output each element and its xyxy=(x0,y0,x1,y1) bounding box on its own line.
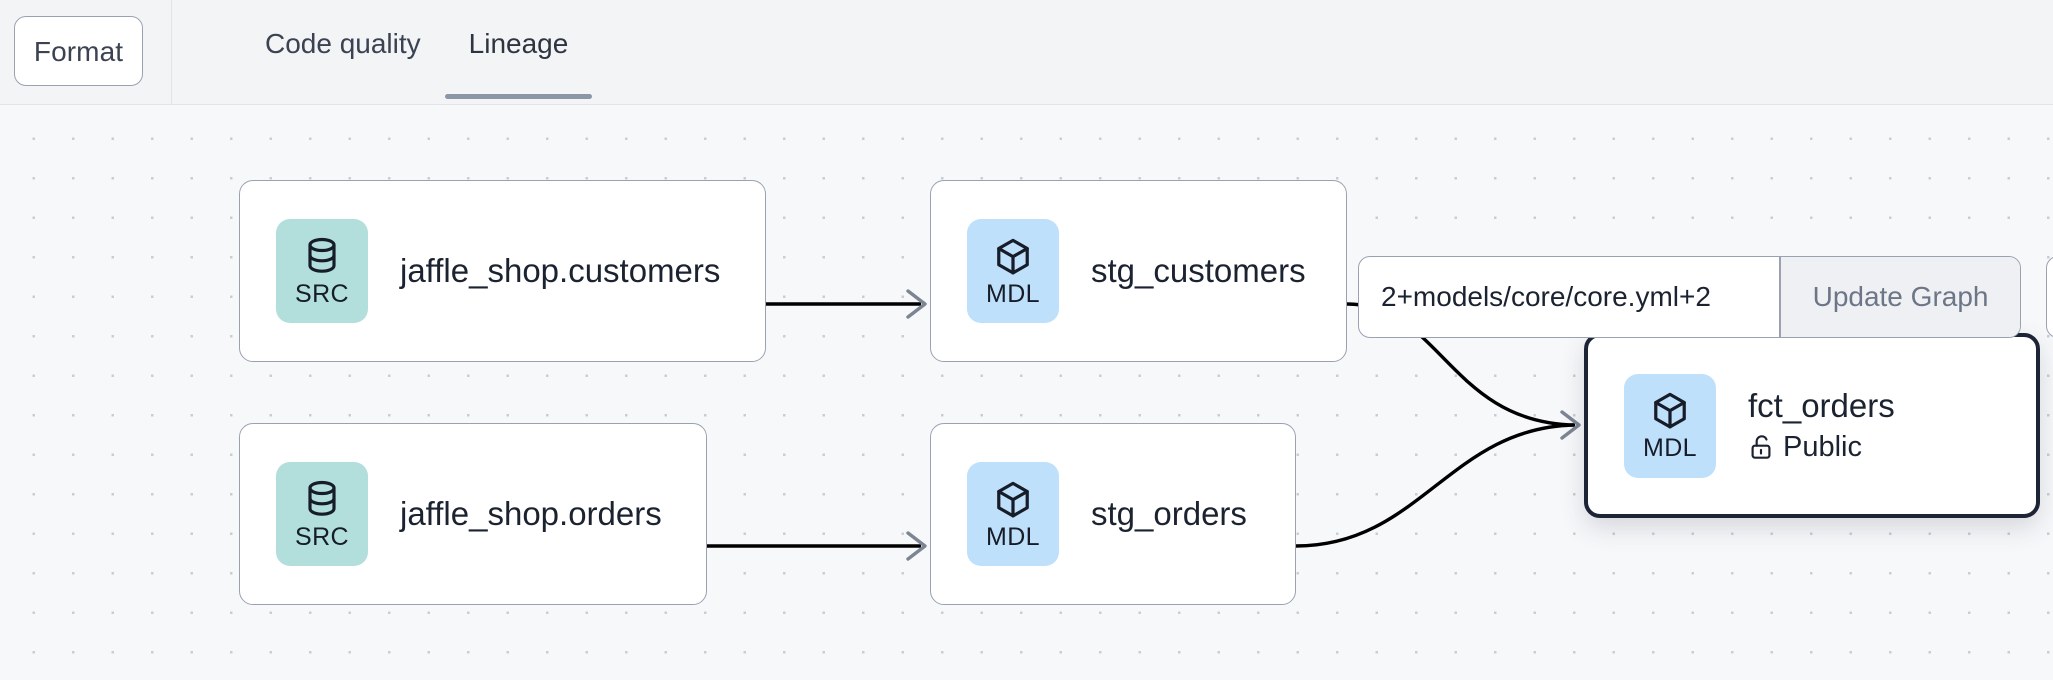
node-badge-src: SRC xyxy=(276,462,368,566)
node-badge-mdl: MDL xyxy=(967,462,1059,566)
toolbar-divider xyxy=(0,104,2053,105)
node-text-block: jaffle_shop.customers xyxy=(400,252,720,290)
node-visibility-label: Public xyxy=(1783,430,1862,463)
update-graph-button[interactable]: Update Graph xyxy=(1780,257,2021,337)
tab-code-quality[interactable]: Code quality xyxy=(265,28,421,59)
node-badge-label: MDL xyxy=(986,279,1040,308)
format-button[interactable]: Format xyxy=(14,16,143,86)
lineage-node-stg-customers[interactable]: MDL stg_customers xyxy=(930,180,1347,362)
node-text-block: jaffle_shop.orders xyxy=(400,495,662,533)
database-icon xyxy=(302,236,342,280)
lineage-canvas[interactable]: SRC jaffle_shop.customers MDL stg_custo xyxy=(0,105,2053,680)
node-title: fct_orders xyxy=(1748,387,1895,425)
lineage-node-stg-orders[interactable]: MDL stg_orders xyxy=(930,423,1296,605)
lineage-node-src-customers[interactable]: SRC jaffle_shop.customers xyxy=(239,180,766,362)
toolbar-left-section: Format xyxy=(0,0,172,105)
unlock-icon xyxy=(1748,433,1774,461)
lineage-node-src-orders[interactable]: SRC jaffle_shop.orders xyxy=(239,423,707,605)
node-badge-src: SRC xyxy=(276,219,368,323)
node-badge-mdl: MDL xyxy=(1624,373,1716,478)
graph-selector-input[interactable] xyxy=(1359,257,1779,337)
graph-selector-control: Update Graph xyxy=(1358,256,2022,338)
cube-icon xyxy=(992,479,1034,523)
cube-icon xyxy=(1649,390,1691,434)
side-control-panel[interactable] xyxy=(2046,256,2053,338)
node-text-block: fct_orders Public xyxy=(1748,387,1895,464)
node-badge-label: MDL xyxy=(1643,434,1697,462)
node-title: stg_customers xyxy=(1091,252,1306,290)
node-badge-label: MDL xyxy=(986,522,1040,551)
tab-bar: Code quality Lineage xyxy=(172,0,2053,105)
node-title: jaffle_shop.customers xyxy=(400,252,721,290)
edge-src-customers-to-stg-customers xyxy=(766,289,927,319)
node-badge-label: SRC xyxy=(295,279,349,308)
node-title: stg_orders xyxy=(1091,495,1247,533)
database-icon xyxy=(302,479,342,523)
node-text-block: stg_orders xyxy=(1091,495,1247,533)
graph-control-divider xyxy=(1779,257,1781,337)
tab-lineage[interactable]: Lineage xyxy=(444,0,593,105)
edge-stg-orders-to-fct-orders xyxy=(1295,423,1576,548)
node-badge-label: SRC xyxy=(295,522,349,551)
lineage-node-fct-orders[interactable]: MDL fct_orders Public xyxy=(1584,333,2040,518)
cube-icon xyxy=(992,236,1034,280)
edge-src-orders-to-stg-orders xyxy=(707,531,927,561)
node-title: jaffle_shop.orders xyxy=(400,495,662,533)
node-text-block: stg_customers xyxy=(1091,252,1306,290)
node-visibility: Public xyxy=(1748,431,1895,464)
toolbar: Format Code quality Lineage xyxy=(0,0,2053,105)
arrowhead-fct-orders xyxy=(1560,410,1581,440)
node-badge-mdl: MDL xyxy=(967,219,1059,323)
